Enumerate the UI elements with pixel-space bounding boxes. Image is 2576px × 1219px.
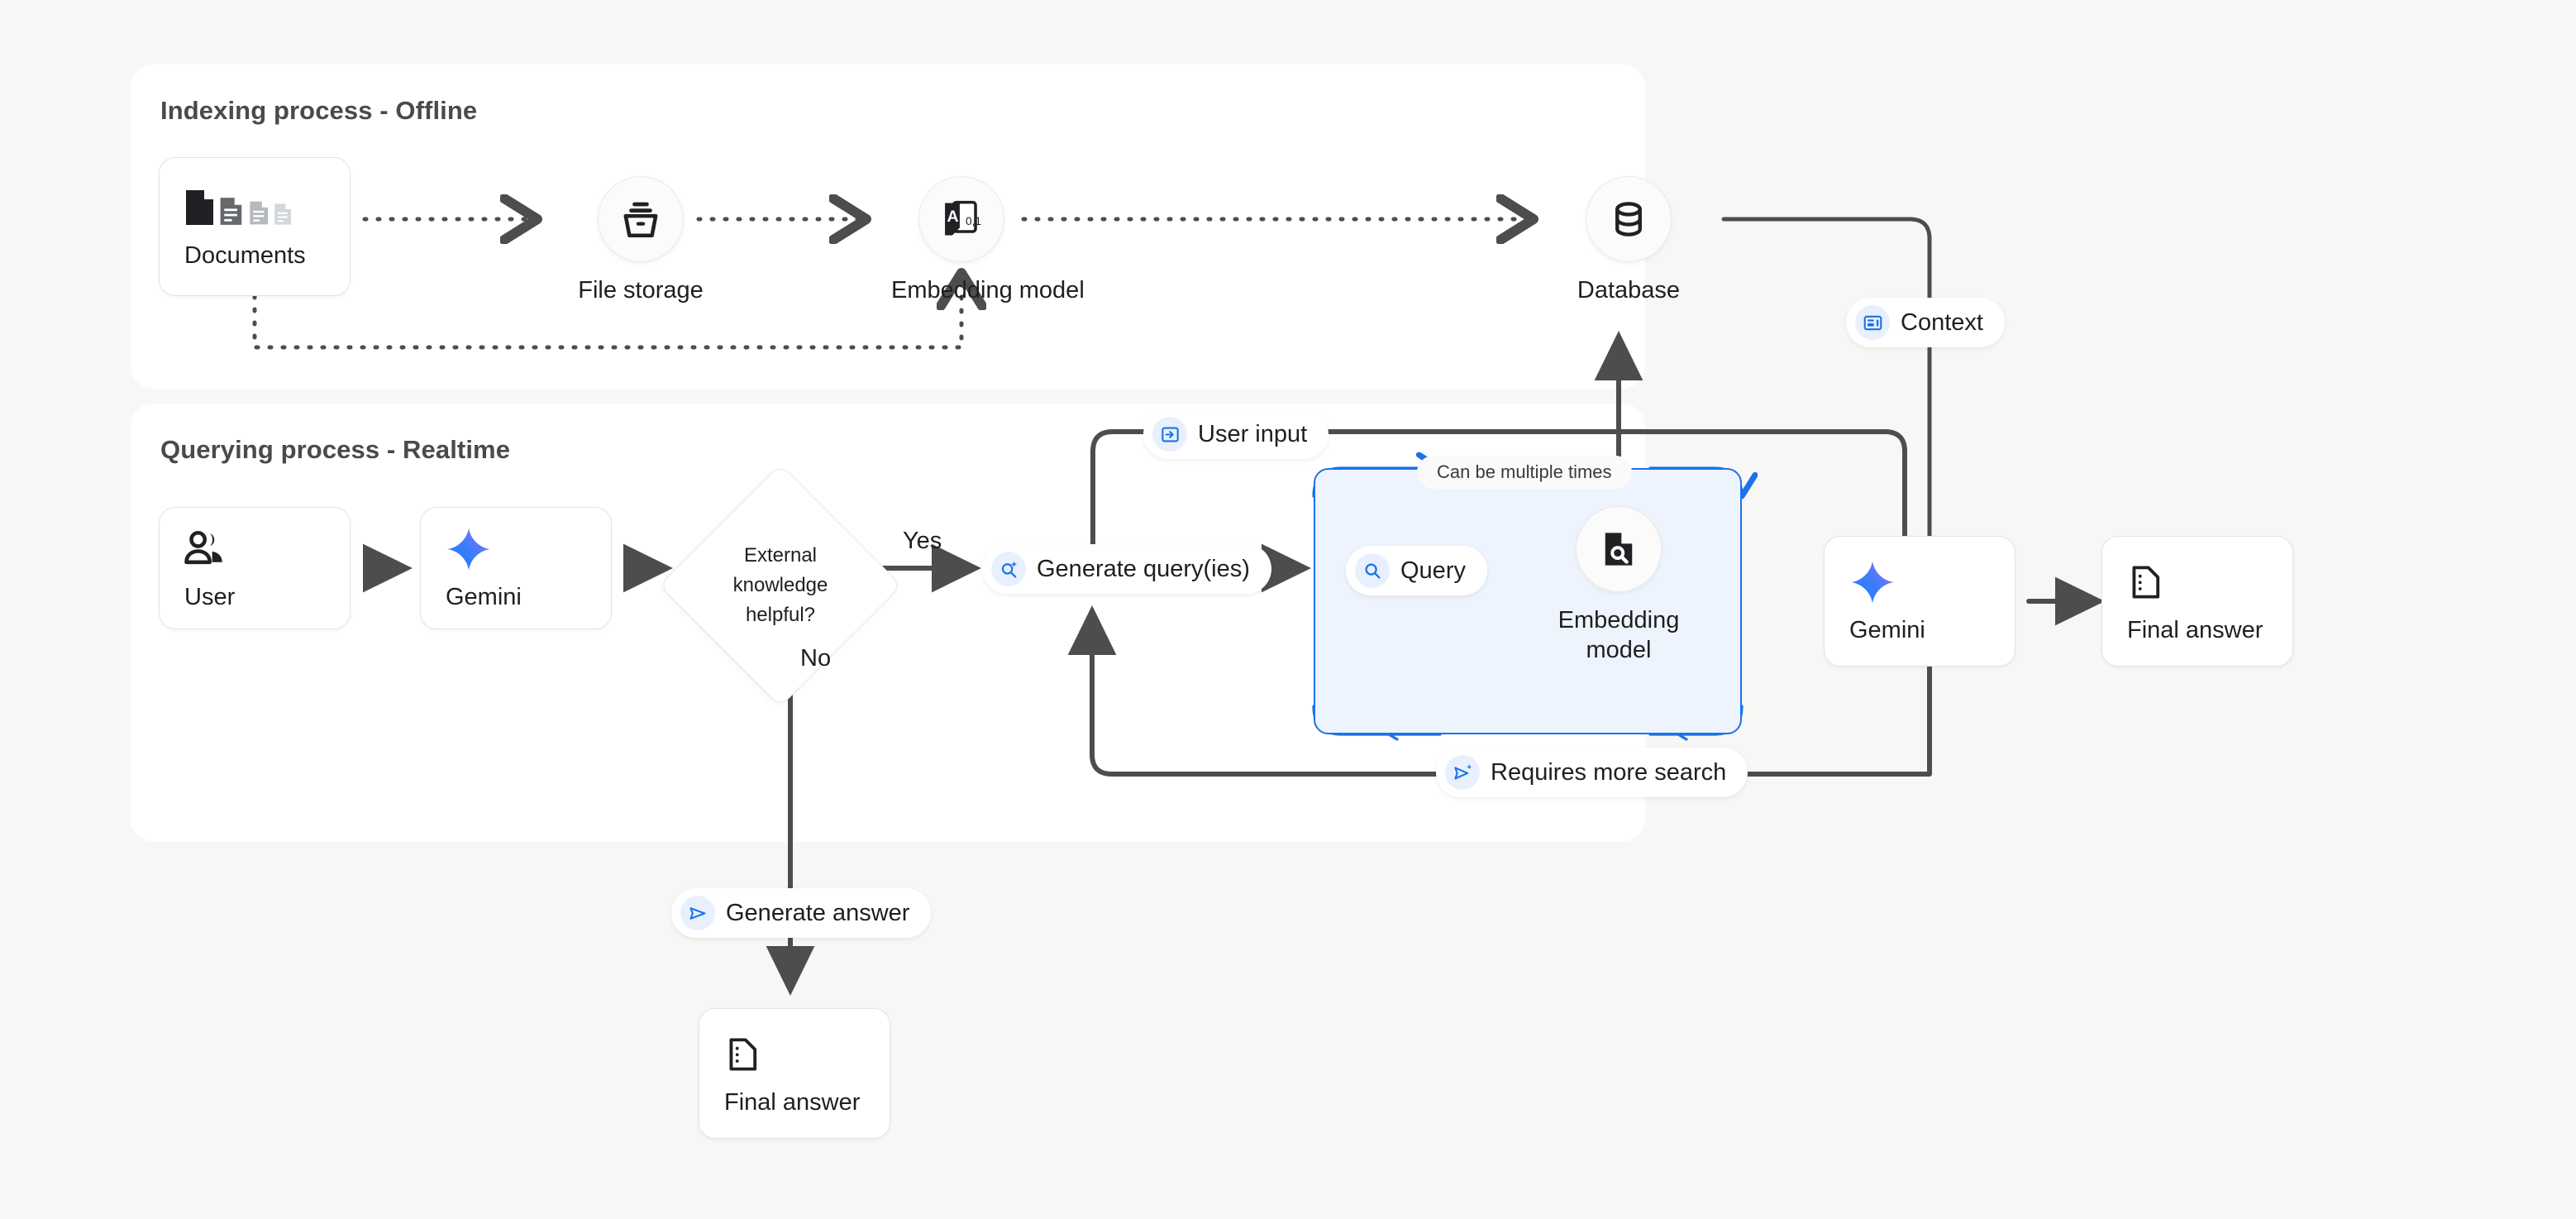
answer-doc-icon bbox=[724, 1031, 890, 1078]
badge-label: Generate answer bbox=[726, 899, 910, 926]
branch-label-no: No bbox=[800, 645, 832, 672]
node-label: File storage bbox=[578, 277, 704, 304]
node-label: User bbox=[184, 583, 236, 610]
database-icon bbox=[1586, 176, 1672, 262]
article-icon bbox=[1855, 305, 1890, 340]
node-final-answer-right[interactable]: Final answer bbox=[2101, 536, 2293, 667]
node-final-answer-bottom[interactable]: Final answer bbox=[699, 1008, 890, 1139]
node-label: Gemini bbox=[1849, 616, 1925, 643]
badge-label: User input bbox=[1198, 420, 1308, 447]
decision-external-knowledge[interactable]: External knowledge helpful? bbox=[658, 463, 903, 708]
document-search-icon bbox=[1576, 506, 1662, 592]
node-database[interactable]: Database bbox=[1558, 176, 1699, 305]
node-user[interactable]: User bbox=[159, 507, 351, 629]
search-sparkle-icon bbox=[991, 552, 1026, 586]
loop-note-label: Can be multiple times bbox=[1437, 461, 1612, 482]
gemini-spark-icon bbox=[1849, 559, 2015, 605]
decision-line-2: knowledge bbox=[732, 574, 828, 596]
node-label: Embedding model bbox=[891, 277, 1085, 304]
badge-generate-queries[interactable]: Generate query(ies) bbox=[982, 544, 1271, 594]
badge-context[interactable]: Context bbox=[1846, 298, 2005, 347]
retrieval-loop-container bbox=[1314, 468, 1742, 734]
svg-text:A: A bbox=[947, 208, 959, 226]
badge-label: Query bbox=[1400, 557, 1466, 584]
panel-title-querying: Querying process - Realtime bbox=[160, 435, 511, 464]
send-icon bbox=[680, 896, 715, 930]
badge-loop-note: Can be multiple times bbox=[1417, 456, 1632, 489]
panel-indexing-process: Indexing process - Offline bbox=[131, 65, 1645, 389]
input-arrow-icon bbox=[1152, 417, 1187, 452]
documents-icon bbox=[184, 184, 350, 231]
branch-label-yes: Yes bbox=[903, 528, 942, 554]
svg-text:0,1: 0,1 bbox=[966, 215, 981, 227]
embedding-model-icon: 0,1 A bbox=[918, 176, 1004, 262]
decision-line-3: helpful? bbox=[745, 604, 816, 626]
panel-title-indexing: Indexing process - Offline bbox=[160, 96, 478, 125]
answer-doc-icon bbox=[2127, 559, 2292, 605]
node-label: Final answer bbox=[2127, 616, 2264, 643]
gemini-spark-icon bbox=[446, 526, 611, 572]
decision-text: External knowledge helpful? bbox=[694, 500, 866, 672]
node-embedding-model-query[interactable]: Embedding model bbox=[1557, 506, 1681, 666]
file-storage-icon bbox=[598, 176, 684, 262]
node-label: Gemini bbox=[446, 583, 522, 610]
badge-label: Requires more search bbox=[1491, 758, 1727, 786]
node-label: Final answer bbox=[724, 1088, 861, 1116]
node-gemini-final[interactable]: Gemini bbox=[1824, 536, 2015, 667]
badge-query[interactable]: Query bbox=[1346, 546, 1487, 595]
search-icon bbox=[1355, 553, 1390, 588]
node-label: Embedding model bbox=[1558, 607, 1680, 664]
node-label: Database bbox=[1577, 277, 1681, 304]
badge-label: Context bbox=[1901, 308, 1983, 336]
people-icon bbox=[184, 526, 350, 572]
badge-label: Generate query(ies) bbox=[1037, 555, 1250, 582]
node-label: Documents bbox=[184, 241, 306, 269]
badge-user-input[interactable]: User input bbox=[1143, 409, 1329, 459]
node-file-storage[interactable]: File storage bbox=[570, 176, 711, 305]
node-embedding-model-indexing[interactable]: 0,1 A Embedding model bbox=[891, 176, 1085, 305]
send-sparkle-icon bbox=[1445, 755, 1480, 790]
badge-generate-answer[interactable]: Generate answer bbox=[671, 888, 932, 938]
node-gemini[interactable]: Gemini bbox=[420, 507, 612, 629]
badge-requires-more-search[interactable]: Requires more search bbox=[1436, 748, 1748, 797]
node-documents[interactable]: Documents bbox=[159, 157, 351, 296]
decision-line-1: External bbox=[743, 544, 818, 566]
